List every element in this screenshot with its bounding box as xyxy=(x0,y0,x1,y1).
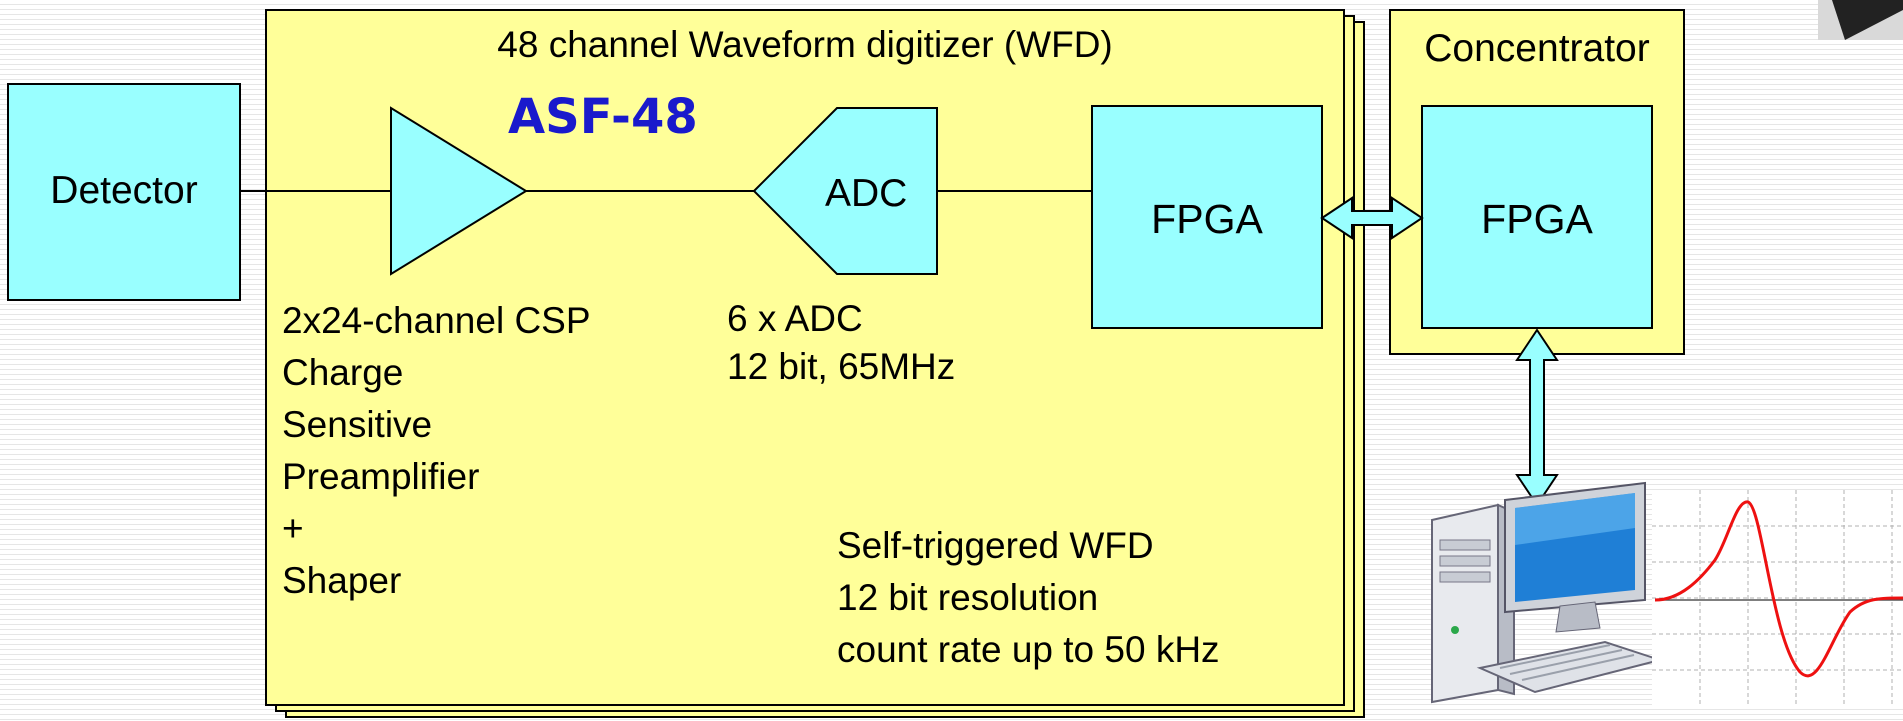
detector-label: Detector xyxy=(50,169,198,212)
spec-line: 12 bit resolution xyxy=(837,577,1099,618)
chip-name: ASF-48 xyxy=(508,89,698,145)
computer-icon xyxy=(1431,481,1664,704)
csp-line: + xyxy=(282,508,304,549)
spec-line: Self-triggered WFD xyxy=(837,525,1154,566)
wfd-fpga-label: FPGA xyxy=(1151,196,1263,242)
wfd-specs: Self-triggered WFD 12 bit resolution cou… xyxy=(837,520,1220,676)
csp-line: Preamplifier xyxy=(282,456,480,497)
spec-line: count rate up to 50 kHz xyxy=(837,629,1220,670)
adc-block xyxy=(752,107,938,275)
concentrator-fpga-label: FPGA xyxy=(1481,196,1593,242)
adc-line: 6 x ADC xyxy=(727,298,863,339)
csp-line: Sensitive xyxy=(282,404,433,445)
csp-line: 2x24-channel CSP xyxy=(282,300,591,341)
csp-line: Shaper xyxy=(282,560,402,601)
amplifier-triangle xyxy=(390,106,528,276)
csp-line: Charge xyxy=(282,352,404,393)
concentrator-title: Concentrator xyxy=(1424,27,1650,70)
bidirectional-arrow-horizontal xyxy=(1320,196,1424,240)
adc-line: 12 bit, 65MHz xyxy=(727,346,956,387)
adc-description: 6 x ADC 12 bit, 65MHz xyxy=(727,295,955,391)
concentrator-fpga-block xyxy=(1421,105,1653,329)
waveform-plot-icon xyxy=(1652,490,1903,705)
wfd-title: 48 channel Waveform digitizer (WFD) xyxy=(497,24,1113,65)
detector-block xyxy=(7,83,241,301)
csp-description: 2x24-channel CSP Charge Sensitive Preamp… xyxy=(282,295,591,607)
chip-photo xyxy=(1818,0,1903,40)
adc-label: ADC xyxy=(825,172,908,215)
wfd-fpga-block xyxy=(1091,105,1323,329)
bidirectional-arrow-vertical xyxy=(1515,328,1559,507)
